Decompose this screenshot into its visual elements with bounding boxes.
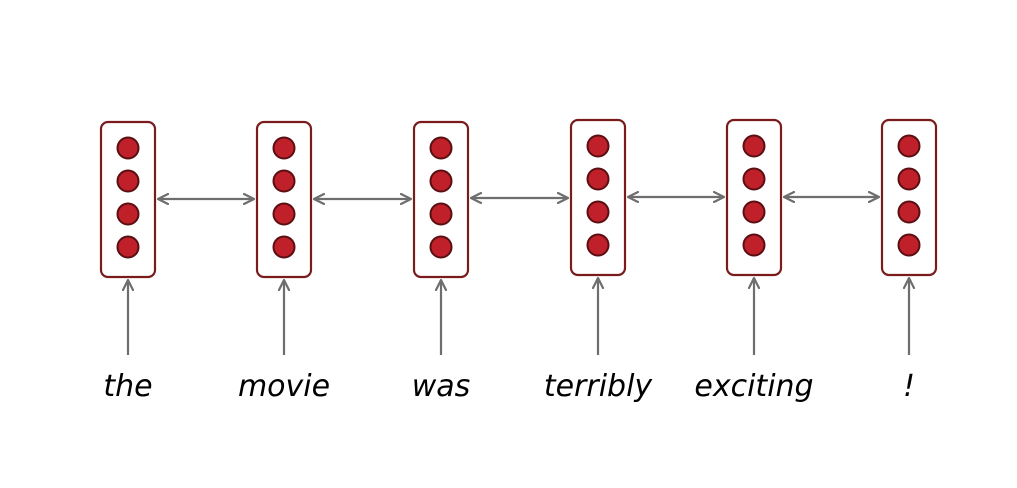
rnn-cell-3 [412,120,470,279]
hidden-unit [429,235,453,259]
cell-box [99,120,157,279]
cell-box [569,118,627,277]
hidden-unit [586,233,610,257]
cell-box [412,120,470,279]
hidden-unit [586,200,610,224]
hidden-unit [742,233,766,257]
rnn-cell-4 [569,118,627,277]
word-label: movie [238,369,330,404]
hidden-unit [742,200,766,224]
hidden-unit [586,167,610,191]
hidden-unit [897,167,921,191]
word-label: the [103,369,152,404]
hidden-unit [116,235,140,259]
hidden-unit [272,136,296,160]
hidden-unit [429,202,453,226]
hidden-unit [429,169,453,193]
hidden-unit [897,233,921,257]
rnn-cell-5 [725,118,783,277]
hidden-unit [742,167,766,191]
hidden-unit [116,202,140,226]
word-label: was [412,369,471,404]
word-label: terribly [544,369,654,404]
cell-box [880,118,938,277]
hidden-unit [742,134,766,158]
word-label: exciting [694,369,813,404]
rnn-cell-2 [255,120,313,279]
hidden-unit [586,134,610,158]
hidden-unit [272,235,296,259]
cell-box [725,118,783,277]
word-label: ! [903,369,915,404]
hidden-unit [272,202,296,226]
hidden-unit [897,200,921,224]
rnn-cell-6 [880,118,938,277]
cell-box [255,120,313,279]
hidden-unit [272,169,296,193]
hidden-unit [116,169,140,193]
hidden-unit [429,136,453,160]
hidden-unit [897,134,921,158]
hidden-unit [116,136,140,160]
rnn-cell-1 [99,120,157,279]
